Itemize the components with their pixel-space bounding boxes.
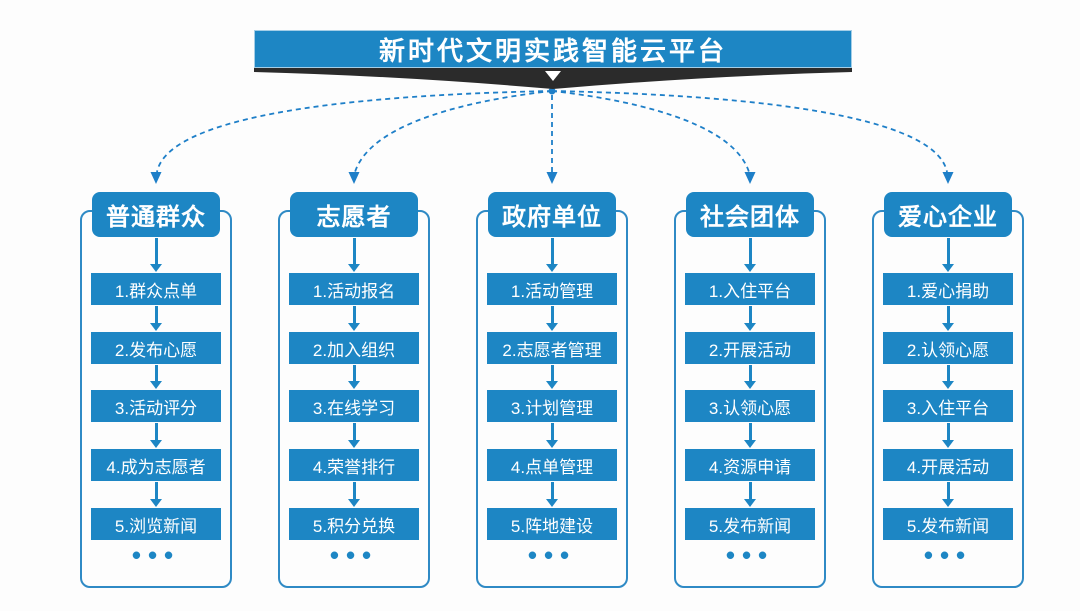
flow-step: 5.发布新闻 xyxy=(883,508,1013,540)
down-arrow-icon xyxy=(149,238,163,272)
flow-step: 2.认领心愿 xyxy=(883,332,1013,364)
down-arrow-icon xyxy=(545,482,559,507)
down-arrow-icon xyxy=(545,238,559,272)
banner-ribbon xyxy=(254,67,852,89)
flow-step: 2.发布心愿 xyxy=(91,332,221,364)
flow-step: 1.活动管理 xyxy=(487,273,617,305)
column-header: 爱心企业 xyxy=(884,192,1012,237)
down-arrow-icon xyxy=(149,365,163,389)
down-arrow-icon xyxy=(347,482,361,507)
flow-step: 3.入住平台 xyxy=(883,390,1013,422)
flow-step: 4.点单管理 xyxy=(487,449,617,481)
flow-step: 4.资源申请 xyxy=(685,449,815,481)
down-arrow-icon xyxy=(941,365,955,389)
arrowhead-icon xyxy=(150,172,162,184)
down-arrow-icon xyxy=(743,423,757,448)
title-banner: 新时代文明实践智能云平台 xyxy=(254,30,852,68)
flow-step: 5.发布新闻 xyxy=(685,508,815,540)
ellipsis: ••• xyxy=(131,540,181,570)
flow-step: 3.活动评分 xyxy=(91,390,221,422)
dashed-connector xyxy=(551,90,750,173)
down-arrow-icon xyxy=(941,306,955,331)
flow-step: 4.荣誉排行 xyxy=(289,449,419,481)
down-arrow-icon xyxy=(545,423,559,448)
arrowhead-icon xyxy=(348,172,360,184)
down-arrow-icon xyxy=(941,238,955,272)
flow-step: 5.浏览新闻 xyxy=(91,508,221,540)
down-arrow-icon xyxy=(545,306,559,331)
column-general-public: 普通群众 1.群众点单 2.发布心愿 3.活动评分 4.成为志愿者 5.浏览新闻… xyxy=(80,192,232,588)
down-chevron-icon xyxy=(545,71,561,81)
flow-step: 4.开展活动 xyxy=(883,449,1013,481)
down-arrow-icon xyxy=(941,423,955,448)
flow-step: 2.加入组织 xyxy=(289,332,419,364)
column-volunteers: 志愿者 1.活动报名 2.加入组织 3.在线学习 4.荣誉排行 5.积分兑换 •… xyxy=(278,192,430,588)
flow-step: 4.成为志愿者 xyxy=(91,449,221,481)
flow-step: 5.积分兑换 xyxy=(289,508,419,540)
title-text: 新时代文明实践智能云平台 xyxy=(378,35,727,66)
flow-step: 3.计划管理 xyxy=(487,390,617,422)
down-arrow-icon xyxy=(941,482,955,507)
column-social-groups: 社会团体 1.入住平台 2.开展活动 3.认领心愿 4.资源申请 5.发布新闻 … xyxy=(674,192,826,588)
column-government-units: 政府单位 1.活动管理 2.志愿者管理 3.计划管理 4.点单管理 5.阵地建设… xyxy=(476,192,628,588)
arrowhead-icon xyxy=(942,172,954,184)
flow-step: 3.在线学习 xyxy=(289,390,419,422)
ellipsis: ••• xyxy=(527,540,577,570)
dashed-connector xyxy=(551,90,948,173)
down-arrow-icon xyxy=(347,238,361,272)
flow-step: 3.认领心愿 xyxy=(685,390,815,422)
down-arrow-icon xyxy=(347,365,361,389)
down-arrow-icon xyxy=(743,365,757,389)
down-arrow-icon xyxy=(545,365,559,389)
flow-step: 5.阵地建设 xyxy=(487,508,617,540)
flow-step: 1.入住平台 xyxy=(685,273,815,305)
column-header: 政府单位 xyxy=(488,192,616,237)
column-caring-enterprises: 爱心企业 1.爱心捐助 2.认领心愿 3.入住平台 4.开展活动 5.发布新闻 … xyxy=(872,192,1024,588)
dashed-connector xyxy=(156,90,553,173)
arrowhead-icon xyxy=(744,172,756,184)
column-header: 志愿者 xyxy=(290,192,418,237)
down-arrow-icon xyxy=(347,306,361,331)
arrowhead-icon xyxy=(546,172,558,184)
flow-step: 1.爱心捐助 xyxy=(883,273,1013,305)
down-arrow-icon xyxy=(149,423,163,448)
down-arrow-icon xyxy=(149,482,163,507)
ellipsis: ••• xyxy=(923,540,973,570)
down-arrow-icon xyxy=(149,306,163,331)
ellipsis: ••• xyxy=(725,540,775,570)
column-header: 社会团体 xyxy=(686,192,814,237)
down-arrow-icon xyxy=(347,423,361,448)
down-arrow-icon xyxy=(743,482,757,507)
ellipsis: ••• xyxy=(329,540,379,570)
down-arrow-icon xyxy=(743,306,757,331)
dashed-connector xyxy=(354,90,553,173)
column-header: 普通群众 xyxy=(92,192,220,237)
flow-step: 2.开展活动 xyxy=(685,332,815,364)
flow-step: 1.活动报名 xyxy=(289,273,419,305)
flow-step: 2.志愿者管理 xyxy=(487,332,617,364)
flow-step: 1.群众点单 xyxy=(91,273,221,305)
down-arrow-icon xyxy=(743,238,757,272)
